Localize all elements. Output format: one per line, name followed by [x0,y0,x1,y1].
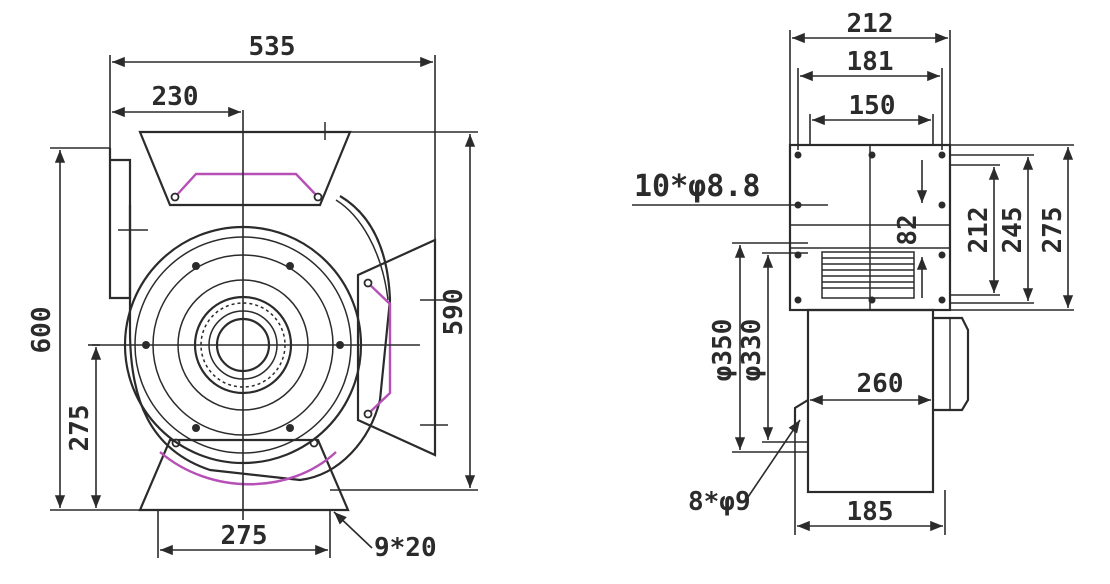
dim-flange-h1: 212 [964,207,994,254]
dim-base-slot: 9*20 [374,533,437,563]
label-inlet-holes: 8*φ9 [688,487,751,517]
dim-center-height: 275 [65,405,95,452]
dim-inner-width: 150 [849,91,896,121]
dim-outlet-height: 590 [439,289,469,336]
base-bolt-path [159,451,337,486]
dim-flange-h2: 245 [998,207,1028,254]
dim-diameter-outer: φ350 [708,319,738,382]
top-flange-bolt-path [174,172,319,198]
dim-diameter-inner: φ330 [737,319,767,382]
dim-base-width: 275 [221,521,268,551]
front-view: 535 230 600 275 590 275 9*20 [27,32,478,563]
right-flange-bolt-path [367,282,392,415]
dim-hole-spacing: 82 [893,214,923,245]
dim-overall-height: 600 [27,307,57,354]
dim-top-width: 212 [847,9,894,39]
dim-overall-width: 535 [249,32,296,62]
dim-outlet-width: 181 [847,47,894,77]
dim-base-width-side: 185 [847,497,894,527]
dim-flange-h3: 275 [1038,207,1068,254]
dim-housing-width: 260 [857,369,904,399]
side-view: 212 181 150 10*φ8.8 82 212 245 275 [632,9,1074,535]
dim-inlet-offset: 230 [152,82,199,112]
label-flange-holes: 10*φ8.8 [634,169,760,204]
